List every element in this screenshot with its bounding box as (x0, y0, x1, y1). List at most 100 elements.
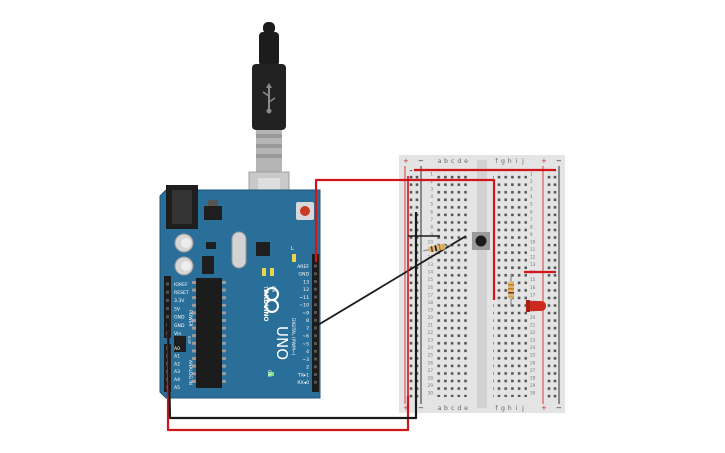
wire-pin2-to-button[interactable] (317, 235, 467, 326)
pushbutton[interactable] (472, 232, 490, 250)
header-pin[interactable] (314, 280, 317, 283)
header-pin[interactable] (314, 303, 317, 307)
column-letter: h (508, 405, 512, 412)
arduino-uno-board[interactable]: TX RX L ON ARDUINO UNO ICSP IOREFRESET3.… (159, 185, 321, 399)
row-number: 25 (530, 353, 536, 358)
column-letter: i (516, 405, 518, 412)
pin-label: A2 (174, 361, 180, 367)
chip-leg (192, 379, 196, 383)
chip-leg (192, 349, 196, 353)
header-pin[interactable] (314, 373, 317, 376)
chip-leg (192, 288, 196, 292)
wire-gnd-to-minus-rail[interactable] (166, 321, 418, 420)
header-pin[interactable] (314, 365, 317, 369)
chip-leg (192, 357, 196, 360)
row-number: 5 (530, 202, 533, 207)
row-number: 18 (428, 300, 434, 305)
row-number: 13 (428, 262, 434, 267)
pin-label: 3.3V (174, 298, 185, 304)
row-number: 26 (530, 360, 536, 365)
row-number: 3 (530, 187, 533, 192)
row-number: 29 (428, 383, 434, 388)
header-pin[interactable] (314, 295, 317, 299)
pin-label: ~9 (302, 310, 309, 316)
row-number: 10 (428, 239, 434, 244)
header-pin[interactable] (314, 357, 317, 361)
row-number: 24 (530, 345, 536, 350)
chip-leg (222, 303, 226, 307)
rail-minus-top-right: − (556, 157, 562, 165)
row-number: 17 (428, 292, 434, 297)
atmega-chip (196, 278, 222, 388)
row-number: 29 (530, 383, 536, 388)
row-number: 9 (530, 232, 533, 237)
row-number: 15 (530, 277, 536, 282)
rail-minus-bottom-right: − (556, 404, 562, 412)
pin-label: A0 (174, 346, 180, 352)
pin-label: A5 (174, 385, 180, 391)
led-resistor[interactable] (508, 274, 514, 306)
row-number: 4 (530, 194, 533, 199)
header-pin[interactable] (314, 264, 317, 268)
header-pin[interactable] (314, 342, 317, 345)
chip-leg (222, 326, 226, 330)
wire-5v-to-plus-rail[interactable] (166, 330, 410, 432)
row-number: 6 (530, 209, 533, 214)
row-number: 22 (530, 330, 536, 335)
column-letter: j (521, 405, 524, 412)
header-pin[interactable] (166, 298, 169, 302)
l-led-label: L (291, 246, 294, 252)
column-letter: h (508, 158, 512, 165)
pin-label: GND (174, 323, 185, 329)
header-pin[interactable] (314, 318, 317, 322)
column-letter: a (438, 405, 442, 412)
header-pin[interactable] (314, 380, 317, 384)
header-pin[interactable] (166, 290, 169, 294)
pin-label: 5V (174, 306, 181, 312)
arduino-logo (265, 287, 279, 313)
row-number: 22 (428, 330, 434, 335)
header-pin[interactable] (314, 311, 317, 314)
header-pin[interactable] (166, 315, 169, 319)
row-number: 17 (530, 292, 536, 297)
header-pin[interactable] (166, 307, 169, 311)
row-number: 4 (430, 194, 433, 199)
crystal-oscillator (231, 231, 247, 269)
row-number: 15 (428, 277, 434, 282)
row-number: 11 (530, 247, 536, 252)
row-number: 30 (530, 390, 536, 395)
red-led[interactable] (526, 300, 546, 312)
column-letter: g (501, 158, 505, 165)
pin-label: GND (174, 315, 185, 321)
header-pin[interactable] (314, 326, 317, 330)
tx-led-label: TX (262, 285, 268, 292)
column-letter: b (444, 158, 448, 165)
pin-label: ~6 (302, 334, 309, 340)
column-letter: f (495, 158, 498, 165)
chip-leg (222, 288, 226, 292)
rail-plus-bottom-left: + (403, 404, 409, 412)
pin-label: ~5 (302, 341, 309, 347)
row-number: 25 (428, 353, 434, 358)
pull-down-resistor[interactable] (423, 242, 452, 254)
chip-leg (192, 372, 196, 376)
arduino-brand: ARDUINO (262, 290, 269, 321)
pin-label: ~11 (299, 295, 309, 301)
chip-leg (192, 326, 196, 330)
row-number: 26 (428, 360, 434, 365)
pin-label: ~10 (299, 303, 309, 309)
chip-leg (222, 281, 226, 284)
header-pin[interactable] (314, 334, 317, 338)
on-led-label: ON (266, 370, 272, 377)
chip-leg (222, 311, 226, 315)
header-pin[interactable] (314, 349, 317, 353)
pin-label: 8 (306, 318, 309, 324)
chip-leg (222, 372, 226, 376)
wire-pin13-to-led-row[interactable] (314, 178, 496, 300)
header-pin[interactable] (166, 282, 169, 286)
column-letter: c (451, 158, 455, 165)
header-pin[interactable] (314, 287, 317, 291)
row-number: 28 (428, 375, 434, 380)
header-pin[interactable] (314, 272, 317, 276)
